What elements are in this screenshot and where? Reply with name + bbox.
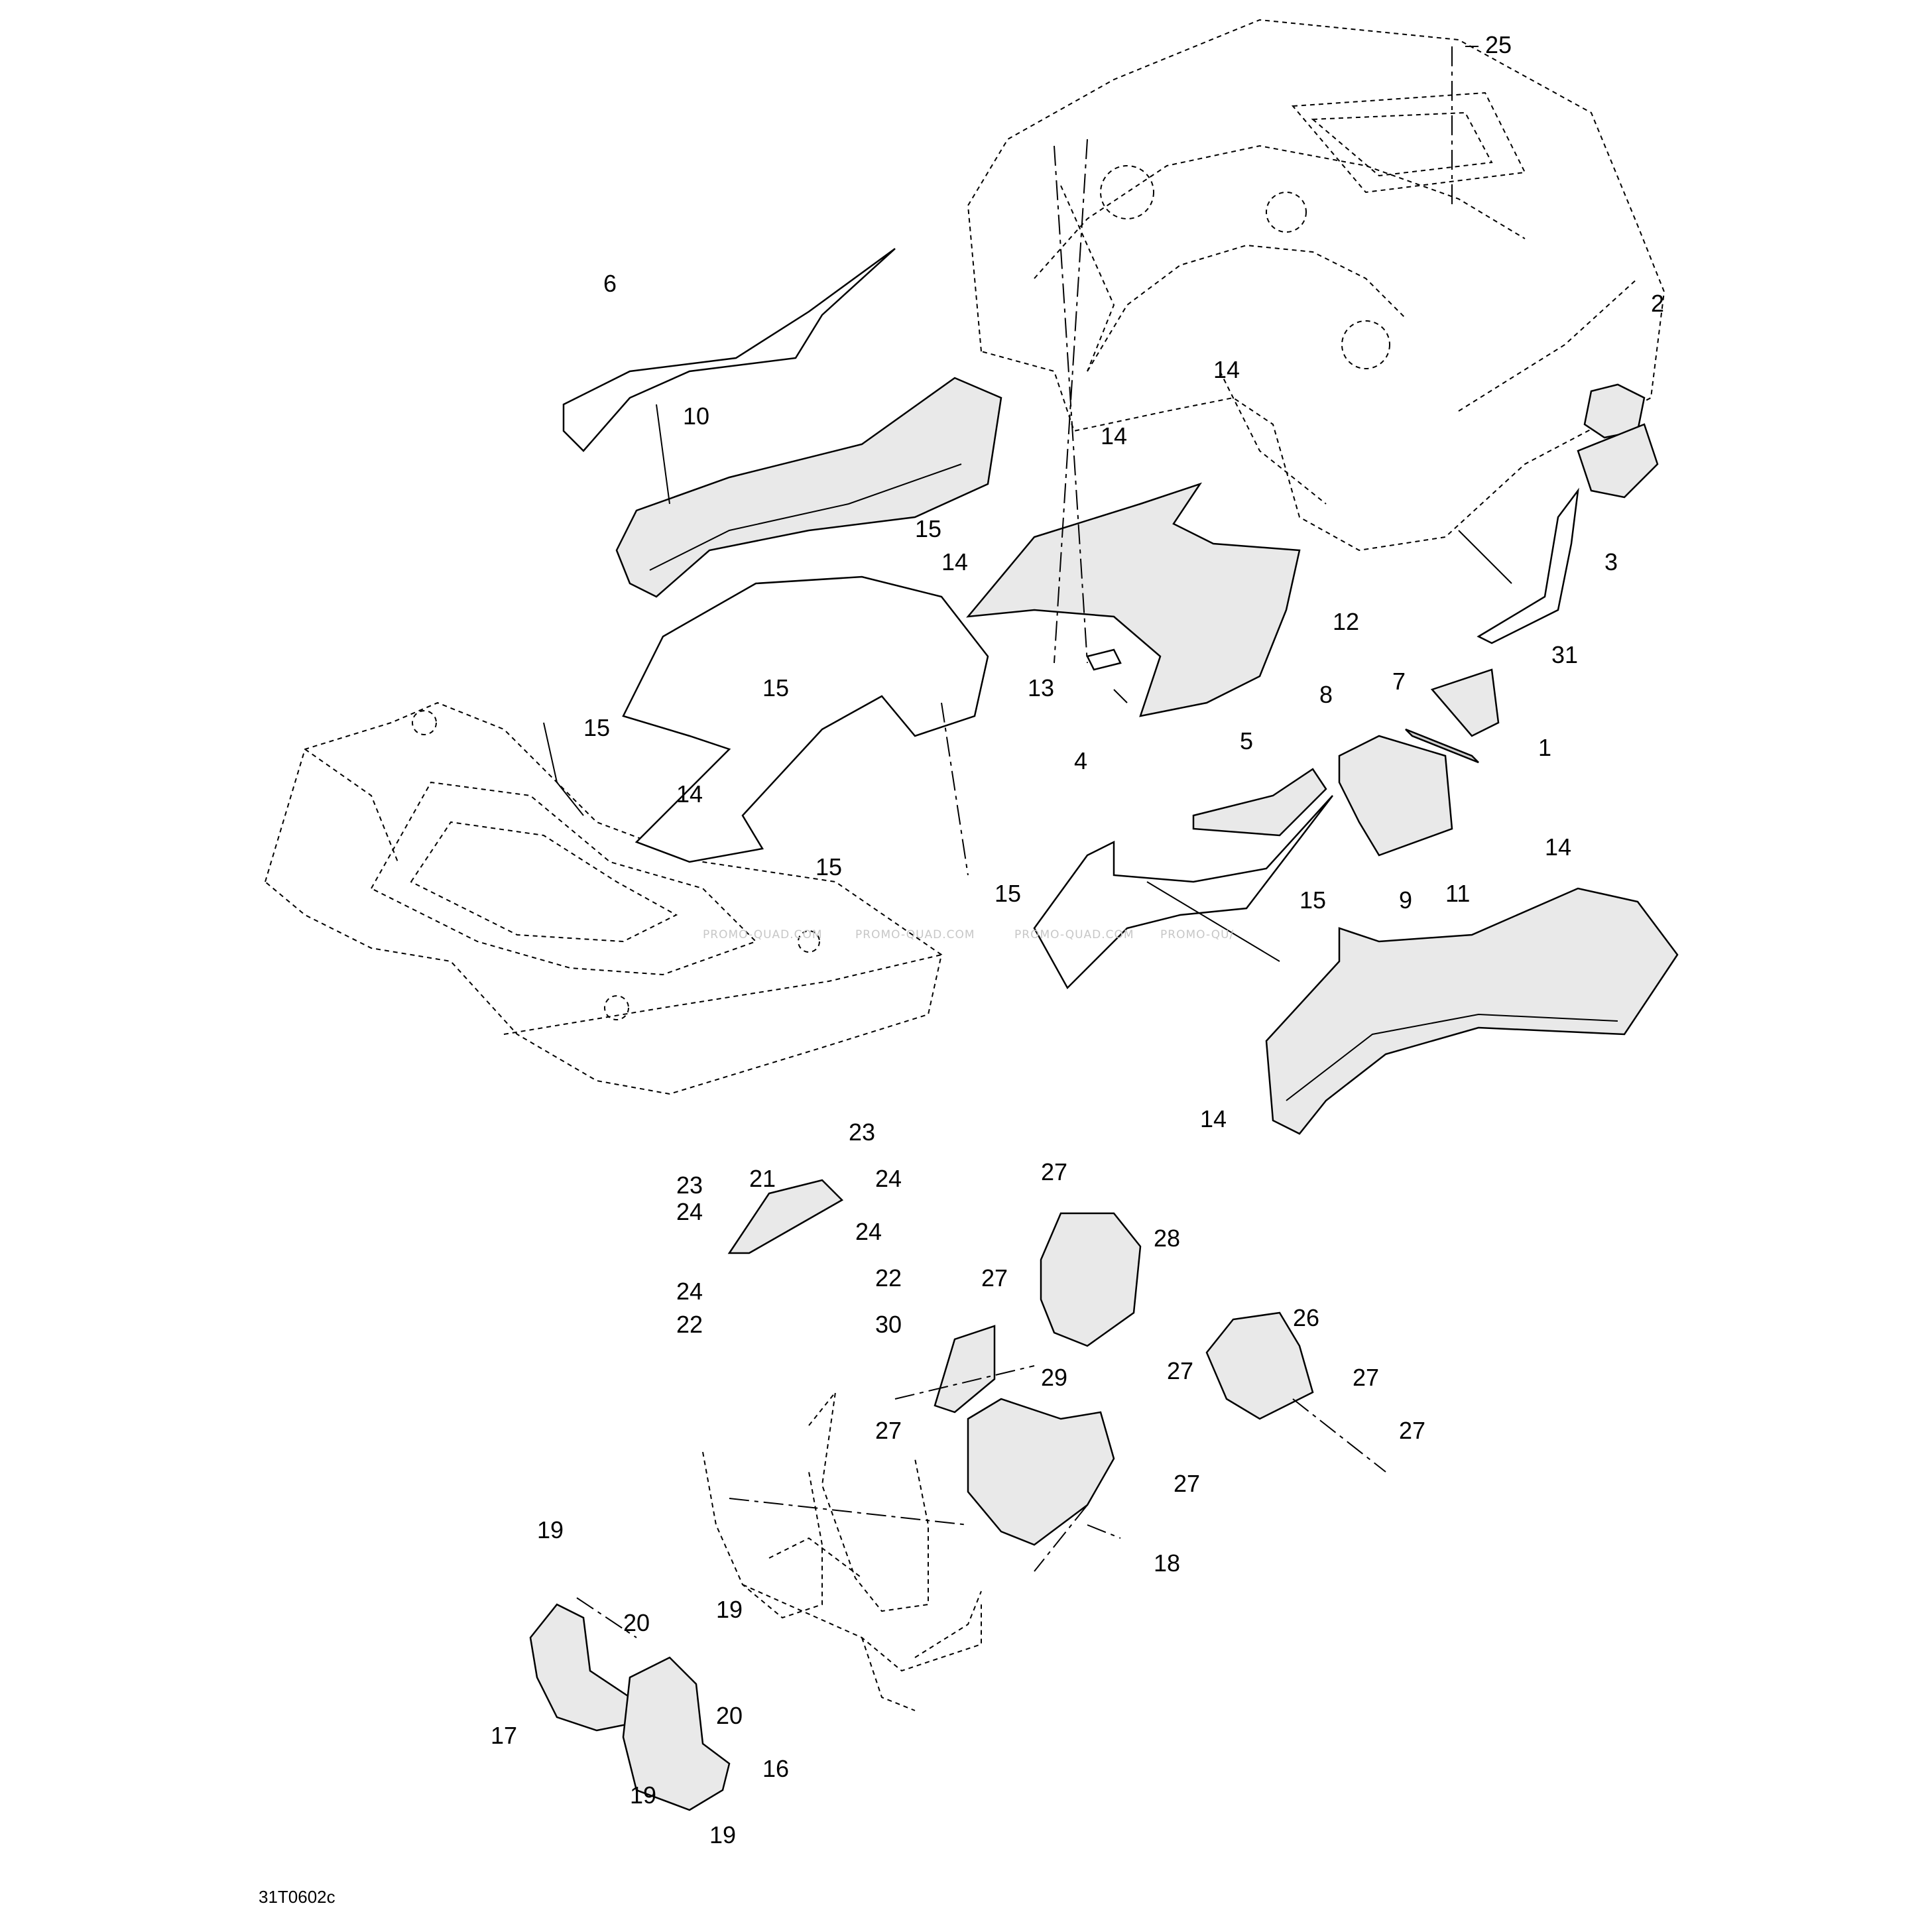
callout-15: 15: [995, 880, 1021, 907]
callout-29: 29: [1041, 1364, 1067, 1391]
part-8-cover: [1338, 735, 1453, 857]
part-13-label: [1086, 648, 1122, 671]
part-9-side-panel: [1265, 887, 1679, 1135]
callout-27: 27: [1167, 1357, 1193, 1384]
part-front-rack-frame: [622, 575, 989, 863]
callout-15: 15: [762, 674, 789, 701]
callout-16: 16: [762, 1755, 789, 1782]
callout-9: 9: [1399, 886, 1412, 914]
callout-27: 27: [875, 1417, 902, 1444]
watermark-text: PROMO-QUAD.COM: [1014, 928, 1134, 941]
callout-24: 24: [875, 1165, 902, 1192]
watermark-text: PROMO-QUAD.COM: [855, 928, 975, 941]
callout-14: 14: [1200, 1105, 1227, 1132]
part-21-footrest-bracket: [727, 1179, 844, 1254]
part-10-side-panel: [615, 377, 1002, 598]
part-5-trim: [1192, 768, 1327, 837]
callout-27: 27: [1399, 1417, 1425, 1444]
callout-14: 14: [1101, 422, 1127, 450]
part-3-cover: [1577, 423, 1659, 499]
callout-1: 1: [1538, 734, 1551, 761]
watermarks: PROMO-QUAD.COM PROMO-QUAD.COM PROMO-QUAD…: [703, 928, 1234, 941]
callout-18: 18: [1154, 1549, 1180, 1577]
callout-24: 24: [676, 1278, 703, 1305]
callout-27: 27: [1353, 1364, 1379, 1391]
callout-26: 26: [1293, 1304, 1319, 1331]
part-29-skid-plate: [967, 1398, 1115, 1546]
leader-lines: [543, 46, 1512, 962]
callout-5: 5: [1240, 727, 1253, 755]
callout-24: 24: [676, 1198, 703, 1225]
callout-4: 4: [1074, 747, 1087, 774]
assembly-lines: [576, 46, 1453, 1638]
callout-12: 12: [1333, 608, 1359, 635]
callout-14: 14: [676, 780, 703, 808]
part-1-bracket: [1430, 668, 1500, 737]
callout-19: 19: [537, 1516, 564, 1543]
callout-31: 31: [1551, 641, 1578, 668]
callout-20: 20: [623, 1609, 650, 1636]
callout-21: 21: [749, 1165, 776, 1192]
callout-10: 10: [683, 402, 709, 430]
part-6-decal: [562, 247, 896, 452]
part-30-bracket: [934, 1325, 996, 1414]
callout-6: 6: [603, 270, 617, 297]
callout-17: 17: [491, 1722, 517, 1749]
callout-15: 15: [915, 515, 941, 542]
callout-27: 27: [1174, 1470, 1200, 1497]
callout-27: 27: [1041, 1158, 1067, 1185]
callout-14: 14: [941, 548, 968, 575]
callout-20: 20: [716, 1702, 743, 1729]
callout-15: 15: [583, 714, 610, 741]
callout-14: 14: [1545, 833, 1571, 861]
part-7-plate: [1405, 728, 1479, 764]
callout-19: 19: [630, 1781, 656, 1809]
watermark-text: PROMO-QU/: [1160, 928, 1234, 941]
callout-19: 19: [709, 1821, 736, 1848]
callout-24: 24: [855, 1218, 882, 1245]
part-28-guard: [1040, 1212, 1142, 1347]
callouts: 25 6 10 14 14 15 14 2 3 12 31 13 7 8 1 1…: [491, 31, 1664, 1848]
callout-23: 23: [676, 1172, 703, 1199]
watermark-text: PROMO-QUAD.COM: [703, 928, 823, 941]
callout-30: 30: [875, 1311, 902, 1338]
part-31-strip: [1477, 487, 1579, 644]
callout-14: 14: [1213, 356, 1240, 383]
callout-2: 2: [1651, 290, 1664, 317]
part-16-bumper: [529, 1603, 731, 1811]
callout-13: 13: [1028, 674, 1054, 701]
front-body-outline: [264, 701, 943, 1095]
rear-body-outline: [967, 19, 1665, 552]
callout-22: 22: [676, 1311, 703, 1338]
callout-23: 23: [849, 1118, 875, 1146]
callout-27: 27: [981, 1264, 1008, 1292]
callout-15: 15: [1299, 886, 1326, 914]
part-4-decal: [1033, 795, 1333, 990]
callout-11: 11: [1445, 880, 1470, 907]
callout-28: 28: [1154, 1225, 1180, 1252]
part-26-guard: [1205, 1311, 1314, 1420]
callout-15: 15: [815, 853, 842, 880]
callout-8: 8: [1319, 681, 1333, 708]
callout-25: 25: [1485, 31, 1512, 58]
callout-22: 22: [875, 1264, 902, 1292]
callout-7: 7: [1392, 668, 1406, 695]
callout-19: 19: [716, 1596, 743, 1623]
part-12-rear-tray: [966, 482, 1301, 717]
reference-code: 31T0602c: [259, 1887, 335, 1907]
callout-3: 3: [1604, 548, 1618, 575]
frame-outline: [702, 1390, 982, 1711]
